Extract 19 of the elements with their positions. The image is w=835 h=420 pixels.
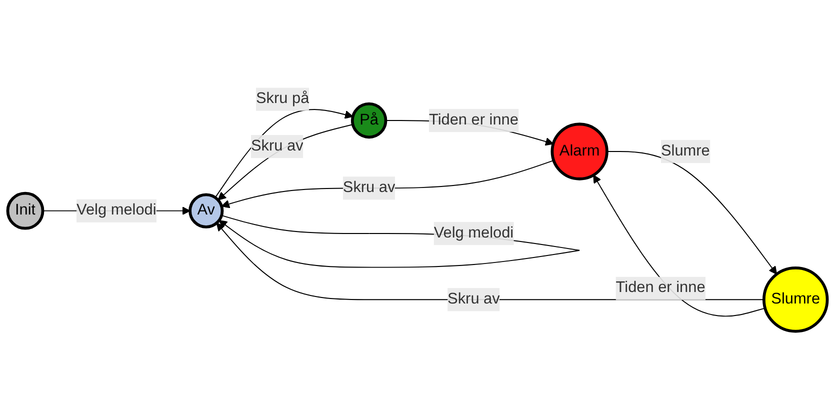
edge-label: Tiden er inne bbox=[428, 112, 518, 129]
arrow bbox=[593, 175, 766, 318]
arrow bbox=[221, 160, 554, 209]
node-circle: Alarm bbox=[550, 123, 608, 181]
node-circle: På bbox=[350, 102, 388, 140]
edge-label: Skru av bbox=[448, 291, 500, 308]
arrow bbox=[606, 152, 778, 276]
edge-label: Skru av bbox=[342, 180, 396, 196]
node-circle: Slumre bbox=[762, 267, 829, 334]
edge-label: Slumre bbox=[661, 143, 710, 160]
node-circle: Av bbox=[188, 194, 224, 229]
edge-label: Velg melodi bbox=[76, 202, 156, 220]
edge-label: Skru av bbox=[251, 138, 304, 155]
node-circle: Init bbox=[6, 192, 44, 230]
arrow bbox=[214, 110, 354, 198]
arrow bbox=[218, 124, 354, 201]
edge-label: Skru på bbox=[256, 91, 310, 108]
edge-label: Tiden er inne bbox=[616, 280, 706, 297]
edge-label: Velg melodi bbox=[434, 225, 514, 242]
